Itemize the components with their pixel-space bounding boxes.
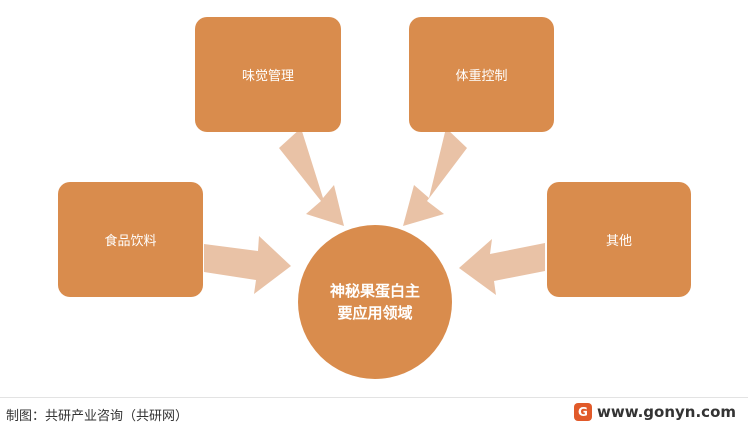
node-weight-control: 体重控制: [409, 17, 554, 132]
node-label: 味觉管理: [241, 69, 294, 84]
site-brand: G www.gonyn.com: [573, 403, 736, 421]
center-circle: 神秘果蛋白主 要应用领域: [298, 225, 452, 379]
arrow-from-right: [459, 239, 545, 295]
gonyn-logo-icon: G: [573, 403, 592, 421]
arrow-from-top-right: [403, 128, 467, 226]
node-label: 食品饮料: [104, 234, 157, 249]
center-title-line2: 要应用领域: [337, 304, 413, 322]
node-label: 体重控制: [455, 69, 508, 84]
arrow-from-top-left: [279, 128, 344, 226]
center-title-line1: 神秘果蛋白主: [329, 282, 420, 300]
node-taste-management: 味觉管理: [195, 17, 341, 132]
node-other: 其他: [547, 182, 691, 297]
node-food-beverage: 食品饮料: [58, 182, 203, 297]
arrow-from-left: [204, 236, 291, 294]
site-url: www.gonyn.com: [596, 403, 736, 421]
footer: 制图：共研产业咨询（共研网） G www.gonyn.com: [0, 397, 748, 430]
source-credit: 制图：共研产业咨询（共研网）: [6, 409, 189, 424]
node-label: 其他: [605, 234, 632, 249]
